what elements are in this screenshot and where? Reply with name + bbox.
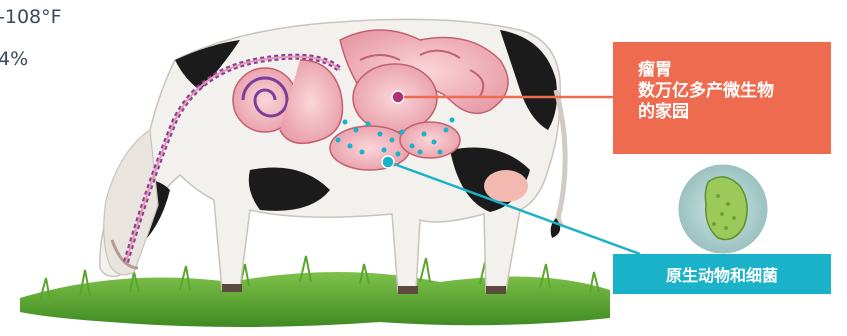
microbe-marker <box>382 156 394 168</box>
rumen-callout-line2: 数万亿多产微生物 <box>638 81 831 102</box>
microbes-callout-label: 原生动物和细菌 <box>666 262 778 286</box>
rumen-callout-line3: 的家园 <box>638 102 831 123</box>
microbes-callout: 原生动物和细菌 <box>613 254 831 294</box>
rumen-marker <box>392 91 404 103</box>
protozoa-cell <box>705 177 747 240</box>
rumen-callout-title: 瘤胃 <box>638 60 831 81</box>
rumen-callout: 瘤胃 数万亿多产微生物 的家园 <box>613 42 831 154</box>
microscope-inset <box>677 163 769 255</box>
